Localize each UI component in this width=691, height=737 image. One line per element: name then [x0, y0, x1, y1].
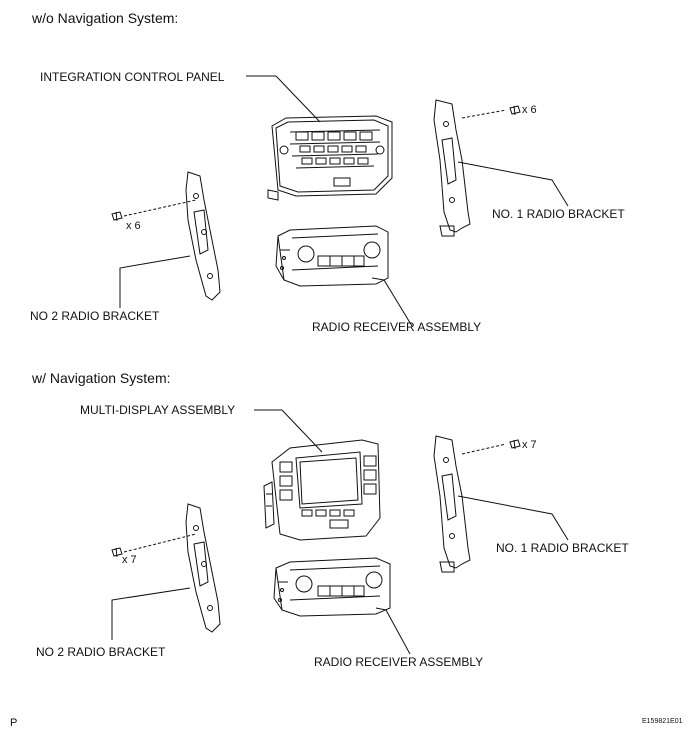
section-heading-without-navigation: w/o Navigation System: [32, 10, 179, 26]
radio-receiver-drawing-2 [273, 557, 391, 617]
no2-radio-bracket-drawing-1 [185, 171, 221, 301]
label-no2-radio-bracket-1: NO 2 RADIO BRACKET [30, 309, 160, 323]
label-integration-control-panel: INTEGRATION CONTROL PANEL [40, 70, 225, 84]
radio-receiver-drawing-1 [275, 225, 389, 287]
integration-control-panel-drawing [267, 115, 393, 201]
multi-display-assembly-drawing [263, 439, 381, 541]
label-screw-count-left-1: x 6 [126, 220, 141, 232]
page-marker: P [10, 717, 18, 729]
label-screw-count-left-2: x 7 [122, 554, 137, 566]
label-screw-count-right-2: x 7 [522, 439, 537, 451]
no1-radio-bracket-drawing-1 [433, 99, 471, 237]
label-multi-display-assembly: MULTI-DISPLAY ASSEMBLY [80, 403, 236, 417]
section-heading-with-navigation: w/ Navigation System: [32, 370, 171, 386]
no1-radio-bracket-drawing-2 [433, 435, 471, 573]
no2-radio-bracket-drawing-2 [185, 503, 221, 633]
label-screw-count-right-1: x 6 [522, 104, 537, 116]
screw-drawing-1-left [111, 211, 123, 222]
screw-drawing-2-left [111, 547, 123, 558]
label-radio-receiver-assembly-1: RADIO RECEIVER ASSEMBLY [312, 320, 482, 334]
figure-code: E159821E01 [642, 718, 683, 725]
label-no1-radio-bracket-2: NO. 1 RADIO BRACKET [496, 541, 629, 555]
label-no2-radio-bracket-2: NO 2 RADIO BRACKET [36, 645, 166, 659]
label-radio-receiver-assembly-2: RADIO RECEIVER ASSEMBLY [314, 655, 484, 669]
screw-drawing-1-right [509, 105, 521, 116]
label-no1-radio-bracket-1: NO. 1 RADIO BRACKET [492, 207, 625, 221]
screw-drawing-2-right [509, 439, 521, 450]
